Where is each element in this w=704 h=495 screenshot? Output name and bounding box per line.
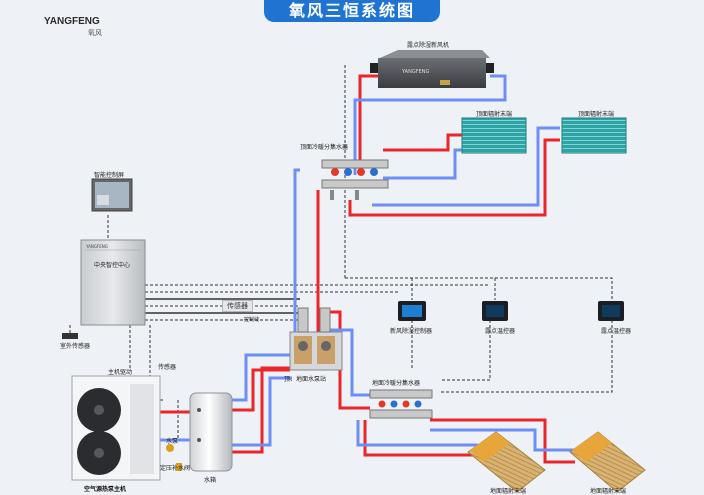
label-floor-radiant-1: 地面辐射末端 — [490, 488, 527, 495]
label-dew-controller-2: 露点温控器 — [601, 328, 632, 335]
hrv-unit — [370, 50, 494, 88]
label-sensor-left: 传感器 — [158, 364, 177, 371]
cold-pipes — [160, 74, 575, 452]
ceiling-radiant-panel-2 — [561, 117, 627, 154]
label-control-line: 控制线 — [244, 317, 260, 323]
label-pressure-pump: 定压补水阀 — [160, 465, 191, 472]
ceiling-manifold — [321, 159, 389, 200]
label-hrv-controller: 新风除湿控制器 — [390, 328, 433, 335]
label-ceiling-manifold: 顶面冷暖分集水器 — [300, 144, 349, 151]
label-main-control: 主机驱动 — [108, 369, 133, 376]
label-dew-controller-1: 露点温控器 — [485, 328, 516, 335]
floor-radiant-panel-2 — [569, 431, 646, 493]
brand-logo: YANGFENG — [44, 16, 100, 27]
label-floor-manifold: 地面冷暖分集水器 — [372, 380, 421, 387]
smart-control-panel — [91, 178, 133, 212]
box-brand: YANGFENG — [86, 244, 108, 249]
pump-station — [289, 307, 343, 371]
label-outdoor-sensor: 室外传感器 — [60, 343, 91, 350]
water-pump-device — [166, 444, 174, 452]
dew-controller-device-2 — [598, 301, 624, 321]
label-ceiling-radiant-1: 顶面辐射末端 — [476, 111, 513, 118]
label-water-pump: 水泵 — [166, 438, 179, 445]
hrv-controller-device — [398, 301, 426, 321]
label-water-tank: 水箱 — [204, 477, 217, 484]
label-smart-panel: 智能控制屏 — [94, 172, 125, 179]
water-tank — [189, 392, 233, 472]
sensor-tab: 传感器 — [222, 300, 253, 312]
floor-manifold — [369, 389, 433, 419]
label-heat-pump: 空气源热泵主机 — [84, 486, 127, 493]
diagram-title: 氧风三恒系统图 — [264, 0, 440, 22]
outdoor-sensor — [62, 333, 78, 339]
ceiling-radiant-panel-1 — [461, 117, 527, 154]
label-pump-station: 顶、地面水泵站 — [284, 376, 327, 383]
floor-radiant-panel-1 — [467, 431, 546, 493]
hrv-device-brand: YANGFENG — [402, 69, 430, 75]
label-central-control: 中央智控中心 — [94, 262, 131, 269]
label-floor-radiant-2: 地面辐射末端 — [590, 488, 627, 495]
dew-controller-device-1 — [482, 301, 508, 321]
pressure-valve-device — [176, 463, 182, 471]
central-control-box — [80, 239, 146, 326]
heat-pump-unit — [71, 375, 161, 481]
label-hrv-unit: 露点除湿新风机 — [407, 42, 450, 49]
brand-sub: 氧风 — [88, 29, 102, 37]
label-ceiling-radiant-2: 顶面辐射末端 — [578, 111, 615, 118]
control-double-lines — [145, 298, 300, 314]
